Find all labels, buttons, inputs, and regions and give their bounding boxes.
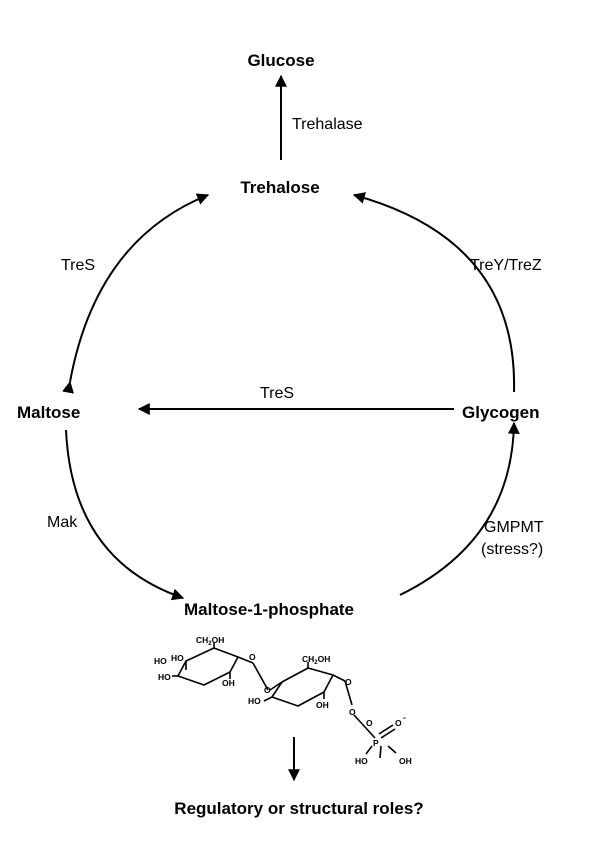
arrow-tres-maltose-to-trehalose: [62, 193, 210, 394]
label-glyc-o: O: [264, 685, 271, 695]
label-ho-p: HO: [355, 756, 368, 766]
label-o-link: O: [349, 707, 356, 717]
label-ho-a: HO: [154, 656, 167, 666]
label-trehalase: Trehalase: [292, 116, 363, 133]
node-maltose: Maltose: [17, 403, 80, 422]
label-o-double: O: [366, 718, 373, 728]
label-tres-left: TreS: [61, 257, 95, 274]
label-gmpmt: GMPMT: [484, 519, 544, 536]
label-ho-b: HO: [171, 653, 184, 663]
label-ring-o-1: O: [249, 652, 256, 662]
node-glucose: Glucose: [247, 51, 314, 70]
label-o-minus: O: [395, 718, 402, 728]
label-ho-c: HO: [158, 672, 171, 682]
label-ring-o-2: O: [345, 677, 352, 687]
label-ho-d: HO: [248, 696, 261, 706]
label-oh-b: OH: [316, 700, 329, 710]
label-stress: (stress?): [481, 541, 543, 558]
arrow-glycogen-to-trehalose: [352, 192, 516, 393]
label-oh-a: OH: [222, 678, 235, 688]
label-trey-trez: TreY/TreZ: [470, 257, 542, 274]
arrow-maltose-1-phosphate-to-glycogen: [399, 421, 520, 596]
node-glycogen: Glycogen: [462, 403, 539, 422]
label-p: P: [373, 738, 379, 748]
label-mak: Mak: [47, 514, 78, 531]
label-tres-middle: TreS: [260, 385, 294, 402]
node-trehalose: Trehalose: [240, 178, 319, 197]
svg-text:CH2OH: CH2OH: [196, 635, 224, 647]
node-roles: Regulatory or structural roles?: [174, 799, 423, 818]
svg-text:CH2OH: CH2OH: [302, 654, 330, 666]
label-oh-p: OH: [399, 756, 412, 766]
label-minus: -: [403, 712, 406, 722]
arrow-maltose-to-maltose-1-phosphate: [65, 429, 185, 601]
maltose-1-phosphate-structure: CH2OH HO HO O HO OH O CH2OH O HO OH O P …: [154, 635, 412, 766]
node-maltose-1-phosphate: Maltose-1-phosphate: [184, 600, 354, 619]
